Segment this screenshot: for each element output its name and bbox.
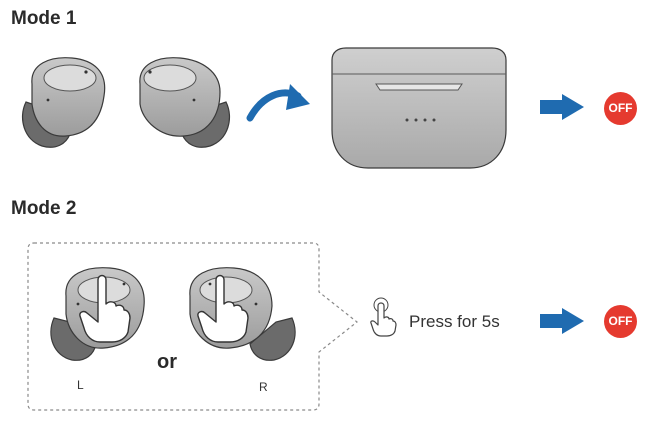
- finger-press-icon: [370, 297, 397, 337]
- press-instruction: Press for 5s: [409, 312, 500, 331]
- or-label: or: [157, 351, 177, 373]
- off-badge-mode1: OFF: [604, 92, 637, 125]
- mode2-title: Mode 2: [11, 198, 77, 219]
- mode1-title: Mode 1: [11, 8, 77, 29]
- left-earbud-label: L: [77, 378, 84, 392]
- right-arrow-icon: [540, 94, 584, 120]
- earbud-right-icon: [139, 57, 231, 148]
- earbud-right-pressed-icon: [189, 267, 296, 361]
- curved-arrow-icon: [246, 84, 310, 122]
- earbud-left-icon: [21, 57, 106, 148]
- off-badge-mode2: OFF: [604, 305, 637, 338]
- right-arrow-icon-2: [540, 308, 584, 334]
- right-earbud-label: R: [259, 380, 268, 394]
- charging-case-icon: [331, 47, 507, 169]
- earbud-left-pressed-icon: [50, 267, 145, 361]
